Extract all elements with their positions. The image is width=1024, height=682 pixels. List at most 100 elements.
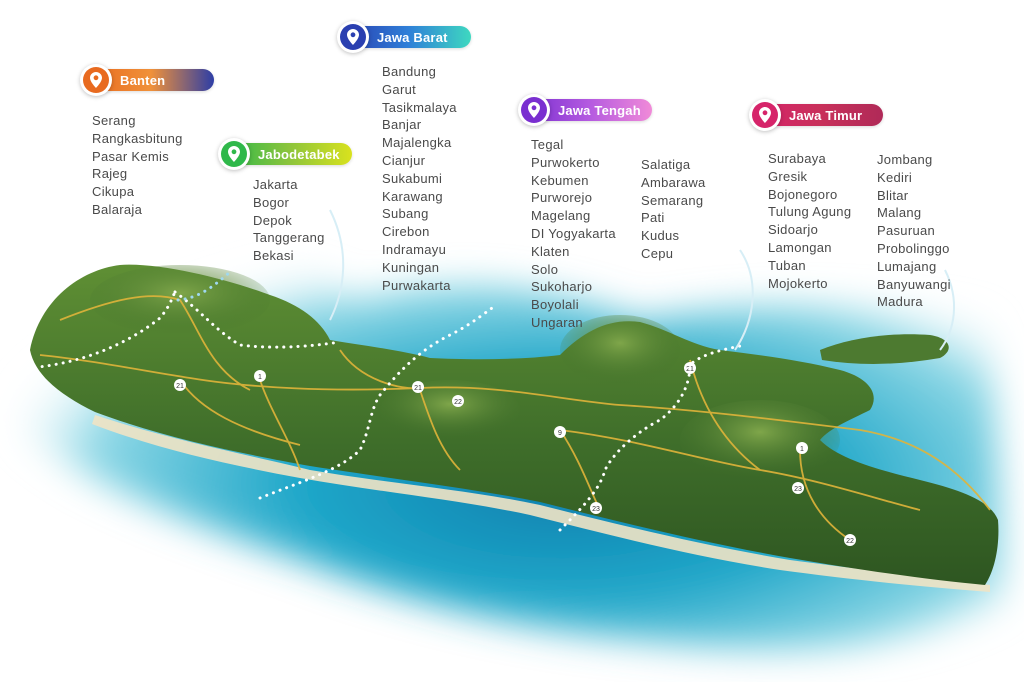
- route-marker: 9: [554, 426, 566, 438]
- city-list-jawa-timur-col2: Jombang Kediri Blitar Malang Pasuruan Pr…: [877, 151, 951, 311]
- callout-arc-jawa-timur: [939, 269, 956, 351]
- region-name-jawa-barat: Jawa Barat: [377, 29, 448, 45]
- city-item: Jombang: [877, 152, 933, 167]
- border-jabodetabek-west: [173, 290, 342, 349]
- region-badge-jabodetabek[interactable]: Jabodetabek: [218, 138, 352, 170]
- region-badge-banten[interactable]: Banten: [80, 64, 214, 96]
- city-item: Surabaya: [768, 151, 827, 166]
- city-item: Bandung: [382, 64, 437, 79]
- city-list-banten: Serang Rangkasbitung Pasar Kemis Rajeg C…: [92, 112, 183, 219]
- border-jabar-jateng: [258, 306, 494, 500]
- route-marker: 21: [174, 379, 186, 391]
- city-list-jawa-timur-col1: Surabaya Gresik Bojonegoro Tulung Agung …: [768, 150, 851, 292]
- city-item: Probolinggo: [877, 240, 950, 256]
- callout-arcs: [329, 209, 956, 351]
- city-item: Solo: [531, 261, 559, 277]
- route-marker: 1: [254, 370, 266, 382]
- route-marker: 1: [796, 442, 808, 454]
- city-item: Kudus: [641, 228, 680, 244]
- city-item: Balaraja: [92, 201, 143, 217]
- city-item: Purwokerto: [531, 154, 600, 170]
- city-item: Ambarawa: [641, 174, 706, 190]
- region-name-banten: Banten: [120, 72, 166, 88]
- city-item: Sukabumi: [382, 170, 443, 186]
- city-item: Banyuwangi: [877, 276, 951, 292]
- city-item: Kuningan: [382, 259, 440, 275]
- city-item: Sidoarjo: [768, 222, 819, 238]
- city-item: Serang: [92, 113, 136, 128]
- region-badge-jawa-timur[interactable]: Jawa Timur: [749, 99, 883, 131]
- svg-text:21: 21: [414, 385, 422, 392]
- region-badge-jawa-tengah[interactable]: Jawa Tengah: [518, 94, 652, 126]
- madura-island: [820, 334, 949, 364]
- city-item: Sukoharjo: [531, 279, 593, 295]
- region-name-jabodetabek: Jabodetabek: [258, 146, 340, 162]
- city-item: Semarang: [641, 192, 704, 208]
- region-name-jawa-timur: Jawa Timur: [789, 107, 863, 123]
- callout-arc-jawa-tengah: [734, 249, 754, 351]
- location-pin-icon: [337, 21, 369, 53]
- border-banten-jabodetabek: [26, 290, 177, 370]
- svg-text:23: 23: [592, 506, 600, 513]
- svg-text:9: 9: [558, 430, 562, 437]
- city-item: Jakarta: [253, 177, 298, 192]
- city-item: Banjar: [382, 117, 422, 133]
- location-pin-icon: [218, 138, 250, 170]
- city-item: Purwakarta: [382, 277, 451, 293]
- city-item: Tulung Agung: [768, 204, 852, 220]
- route-markers: 21 1 21 22 21 9 1 23 23 22: [174, 362, 856, 546]
- city-item: Indramayu: [382, 241, 447, 257]
- route-marker: 22: [844, 534, 856, 546]
- city-item: Cirebon: [382, 224, 430, 240]
- city-item: Tanggerang: [253, 230, 325, 246]
- city-item: Klaten: [531, 243, 570, 259]
- city-item: Depok: [253, 212, 293, 228]
- city-item: Bogor: [253, 194, 290, 210]
- city-item: Madura: [877, 294, 923, 310]
- route-marker: 21: [412, 381, 424, 393]
- city-item: Tuban: [768, 257, 806, 273]
- city-item: Bojonegoro: [768, 186, 838, 202]
- city-item: Karawang: [382, 188, 443, 204]
- java-land: [30, 264, 999, 585]
- city-item: Pasuruan: [877, 223, 936, 239]
- region-name-jawa-tengah: Jawa Tengah: [558, 102, 641, 118]
- city-list-jabodetabek: Jakarta Bogor Depok Tanggerang Bekasi: [253, 176, 325, 265]
- city-item: Majalengka: [382, 135, 452, 151]
- region-badge-jawa-barat[interactable]: Jawa Barat: [337, 21, 471, 53]
- city-item: Purworejo: [531, 190, 593, 206]
- location-pin-icon: [749, 99, 781, 131]
- svg-text:22: 22: [454, 399, 462, 406]
- city-item: Cikupa: [92, 184, 135, 200]
- callout-arc-jabodetabek: [329, 209, 345, 321]
- city-item: Rangkasbitung: [92, 130, 183, 146]
- city-item: Salatiga: [641, 157, 691, 172]
- city-item: Pasar Kemis: [92, 148, 169, 164]
- city-item: Boyolali: [531, 297, 579, 313]
- region-borders: [26, 270, 747, 532]
- city-item: DI Yogyakarta: [531, 225, 616, 241]
- route-marker: 23: [792, 482, 804, 494]
- city-list-jawa-tengah-col2: Salatiga Ambarawa Semarang Pati Kudus Ce…: [641, 156, 706, 263]
- border-jateng-jatim: [558, 343, 747, 532]
- city-item: Tegal: [531, 137, 564, 152]
- city-list-jawa-tengah-col1: Tegal Purwokerto Kebumen Purworejo Magel…: [531, 136, 616, 332]
- hill: [560, 315, 680, 385]
- city-item: Gresik: [768, 168, 808, 184]
- svg-text:1: 1: [800, 446, 804, 453]
- city-item: Garut: [382, 81, 417, 97]
- city-item: Subang: [382, 206, 429, 222]
- road-network: [39, 295, 991, 541]
- location-pin-icon: [80, 64, 112, 96]
- svg-text:21: 21: [176, 383, 184, 390]
- city-item: Lumajang: [877, 258, 937, 274]
- hill: [380, 380, 520, 440]
- city-item: Magelang: [531, 208, 591, 224]
- city-item: Malang: [877, 205, 922, 221]
- city-item: Blitar: [877, 187, 909, 203]
- city-item: Lamongan: [768, 239, 832, 255]
- route-marker: 23: [590, 502, 602, 514]
- city-item: Mojokerto: [768, 275, 828, 291]
- city-item: Pati: [641, 210, 665, 226]
